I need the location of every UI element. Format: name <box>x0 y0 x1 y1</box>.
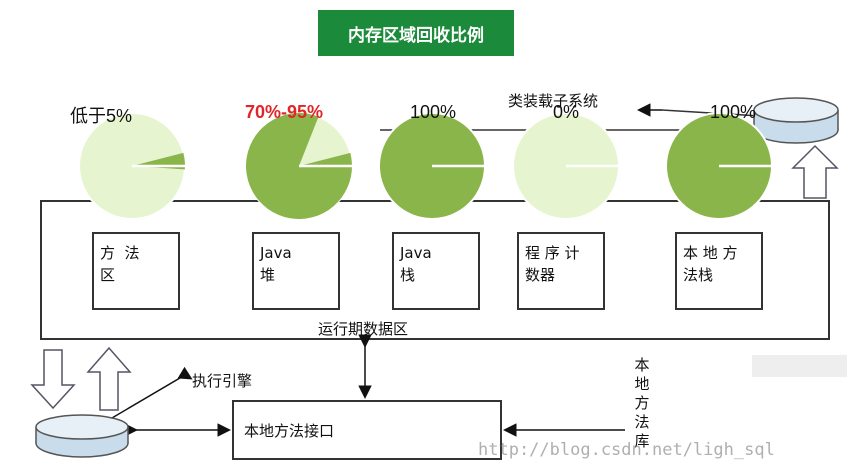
native-method-stack-box: 本 地 方 法栈 <box>675 232 763 310</box>
java-stack-line1: Java <box>400 244 432 262</box>
native-interface-box: 本地方法接口 <box>232 400 502 460</box>
pie-label-native-method-stack: 100% <box>710 102 757 122</box>
method-area-box: 方 法 区 <box>92 232 180 310</box>
pie-label-program-counter: 0% <box>553 102 580 122</box>
java-heap-box: Java 堆 <box>252 232 340 310</box>
class-loader-label: 类装载子系统 <box>508 92 599 110</box>
grey-bar <box>752 355 847 377</box>
java-heap-line1: Java <box>260 244 292 262</box>
up-hollow-arrow-icon-right <box>791 144 839 199</box>
program-counter-box: 程 序 计 数器 <box>517 232 605 310</box>
program-counter-line1: 程 序 计 <box>525 244 580 262</box>
native-stack-line1: 本 地 方 <box>683 244 738 262</box>
native-interface-label: 本地方法接口 <box>244 421 335 440</box>
diagram-title: 内存区域回收比例 <box>318 10 514 56</box>
watermark: http://blog.csdn.net/ligh_sql <box>478 440 775 460</box>
java-heap-line2: 堆 <box>260 266 276 284</box>
pie-method-area <box>78 112 186 220</box>
execution-engine-label: 执行引擎 <box>192 372 253 390</box>
pie-program-counter <box>512 112 620 220</box>
java-stack-box: Java 栈 <box>392 232 480 310</box>
java-stack-line2: 栈 <box>400 266 416 284</box>
pie-java-heap <box>245 112 353 220</box>
pie-java-stack <box>378 112 486 220</box>
native-stack-line2: 法栈 <box>683 266 714 284</box>
method-area-line1: 方 法 <box>100 244 140 262</box>
pie-label-java-stack: 100% <box>410 102 457 122</box>
pie-label-java-heap: 70%-95% <box>245 102 324 122</box>
program-counter-line2: 数器 <box>525 266 556 284</box>
exec-engine-arrow <box>177 366 193 380</box>
bottom-left-disk-icon <box>35 414 129 458</box>
pie-label-method-area: 低于5% <box>70 106 133 126</box>
pie-native-method-stack <box>665 112 773 220</box>
up-hollow-arrow-icon-left <box>86 346 132 411</box>
method-area-line2: 区 <box>100 266 116 284</box>
runtime-data-area-label: 运行期数据区 <box>318 320 409 338</box>
down-hollow-arrow-icon <box>30 349 76 410</box>
native-library-label: 本地方法库 <box>634 356 650 450</box>
